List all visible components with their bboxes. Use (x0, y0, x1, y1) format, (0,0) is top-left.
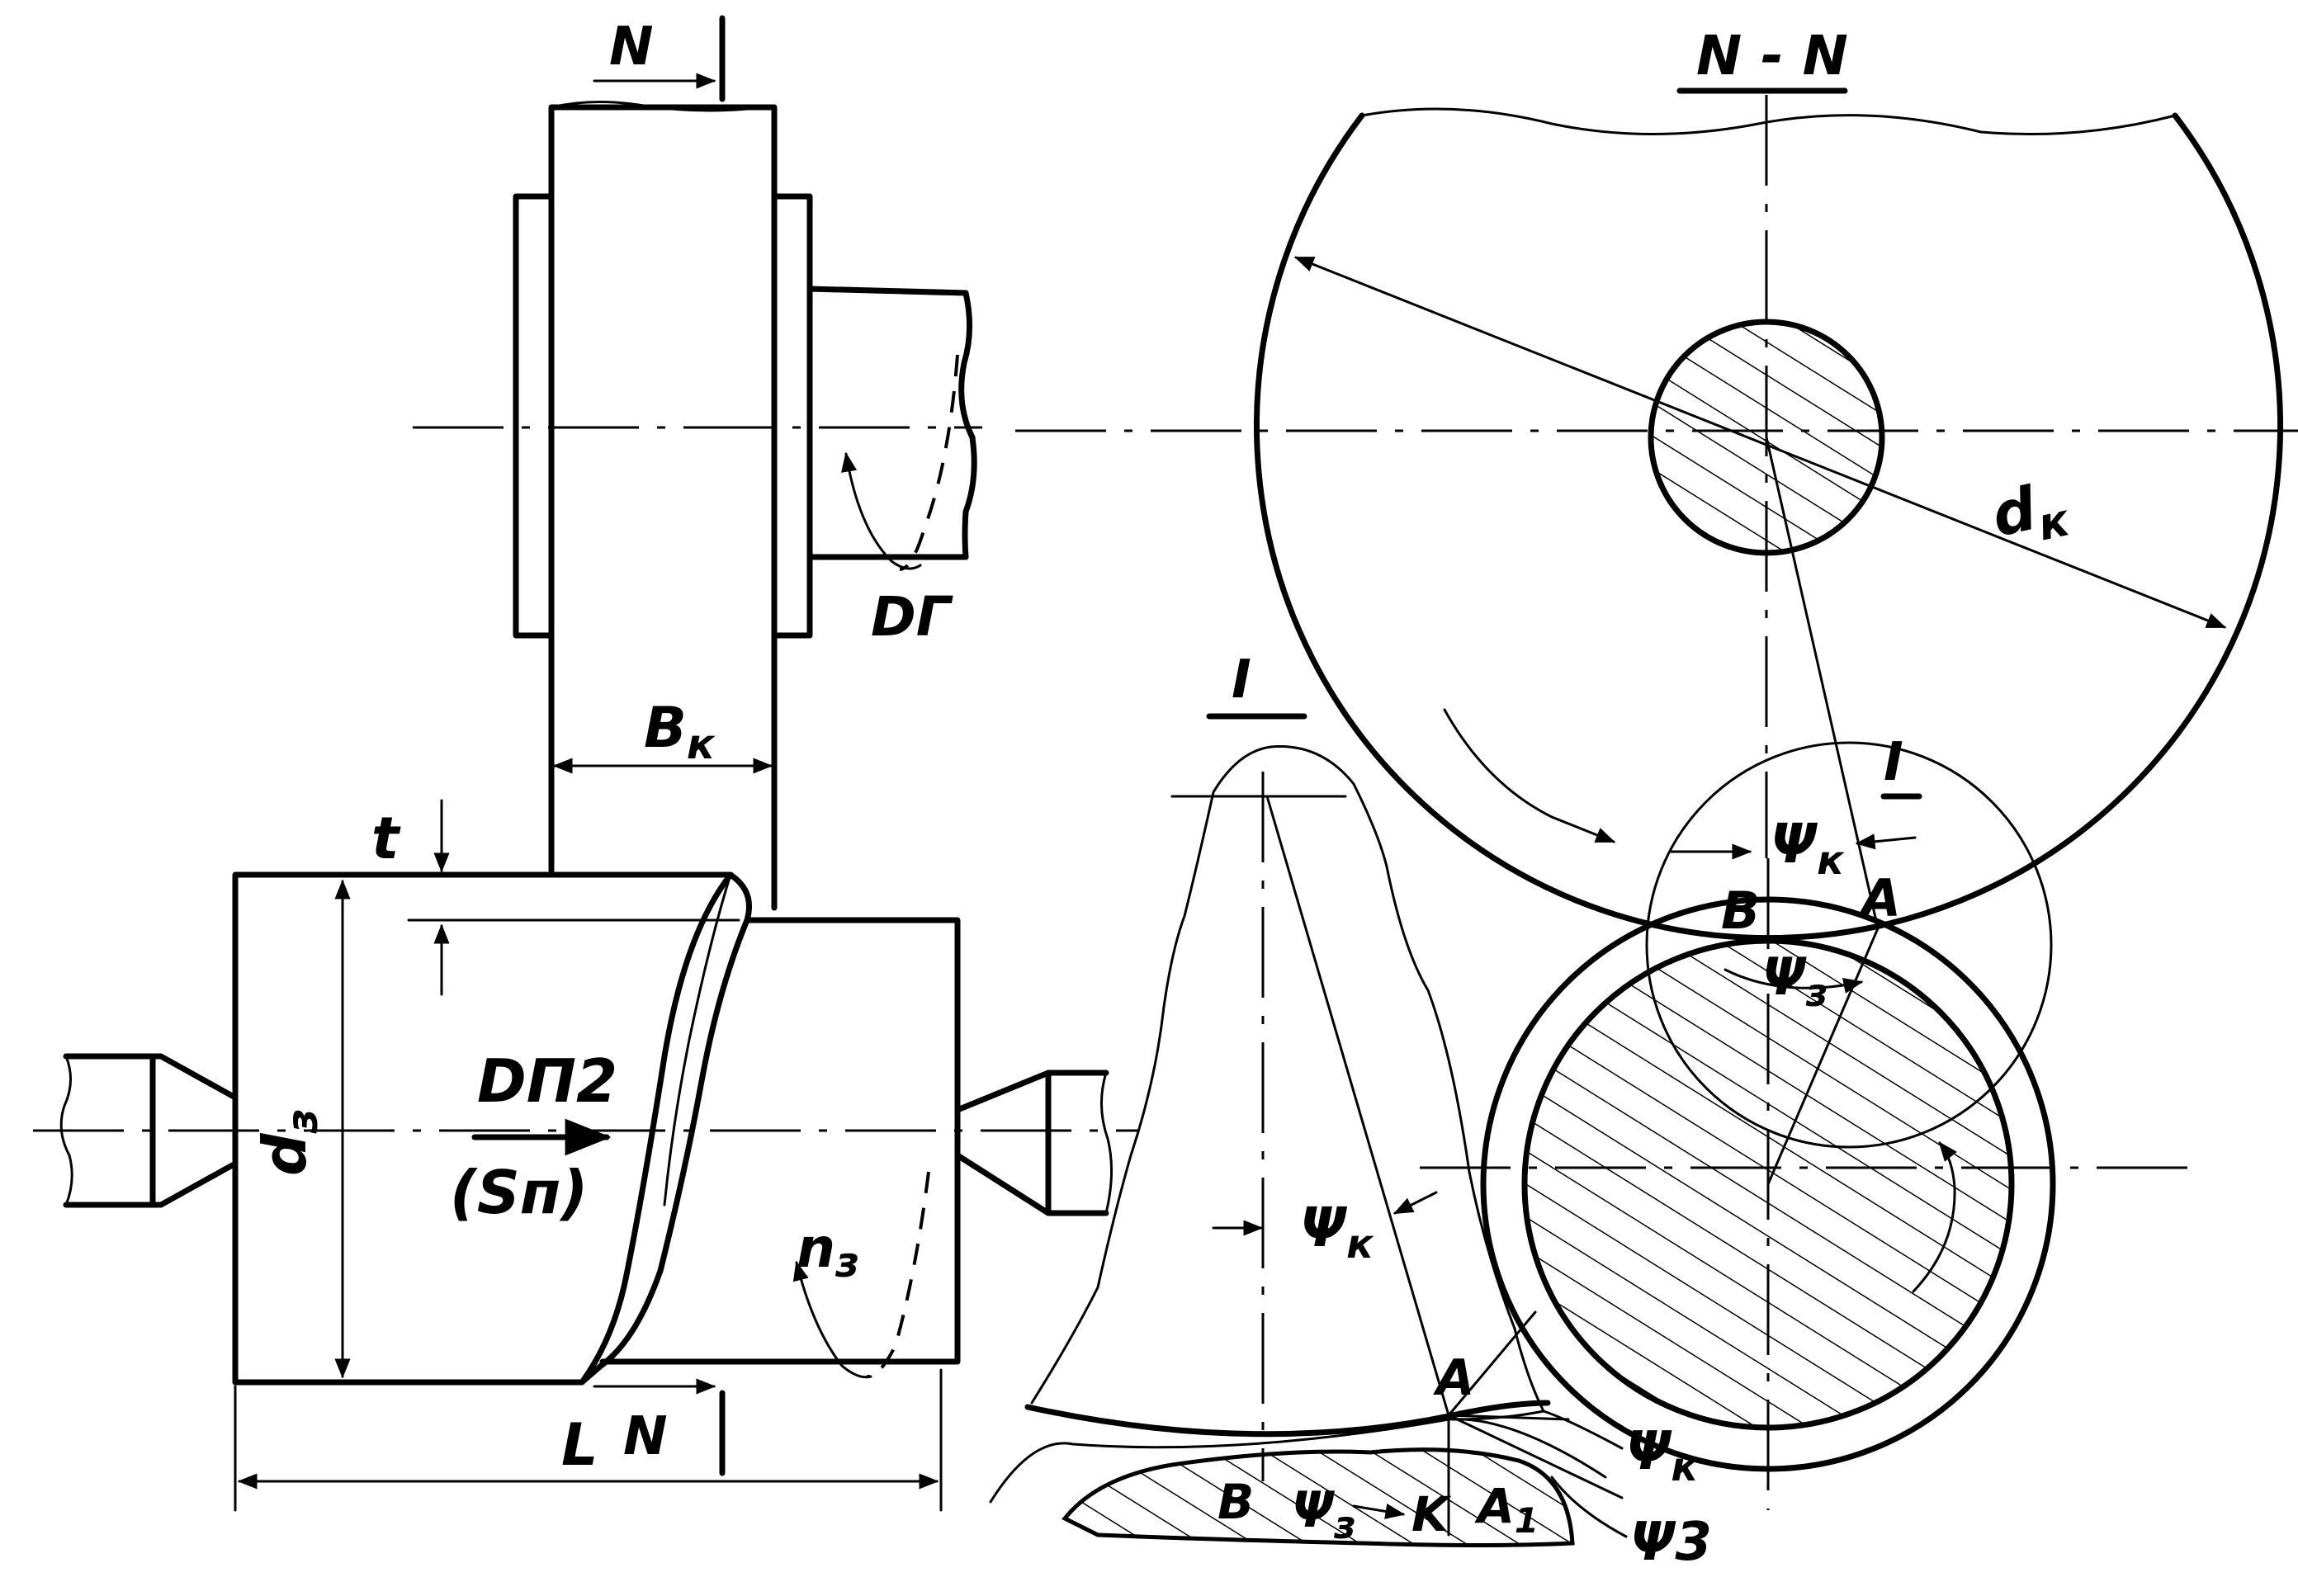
detail-psi-k-callout: Ψк (1626, 1421, 1699, 1490)
contact-ray-b (1766, 927, 1880, 1186)
contact-psi-3-subscript: з (1805, 970, 1828, 1015)
detail-circle (1645, 741, 2053, 1149)
depth-label: t (371, 805, 401, 872)
detail-psi-k: Ψк (1300, 1196, 1374, 1268)
workpiece-rotation-arrow (792, 1260, 872, 1379)
wheel-diameter-letter: d (1986, 473, 2043, 550)
workpiece-rotation-arrow (1912, 1141, 1957, 1293)
detail-psi-k-callout-symbol: Ψ (1626, 1421, 1672, 1482)
detail-view: I Ψк A Ψк Ψ3 B Ψз K A1 (989, 649, 1712, 1573)
workpiece-diameter-label: dз (250, 1108, 328, 1176)
detail-psi-k-callout-subscript: к (1671, 1444, 1699, 1490)
detail-psi-k-symbol: Ψ (1300, 1196, 1348, 1259)
detail-psi-3: Ψз (1292, 1481, 1356, 1547)
left-center (63, 1053, 239, 1208)
helical-ground-edge (579, 871, 734, 1386)
contact-psi-k: Ψк (1771, 812, 1845, 884)
detail-point-b: B (1218, 1474, 1254, 1530)
contact-psi-3-symbol: Ψ (1762, 947, 1807, 1007)
detail-mark-right: I (1884, 732, 1903, 793)
contact-psi-k-subscript: к (1817, 838, 1845, 884)
wheel-diameter-label: dк (1986, 467, 2075, 560)
left-flange (513, 193, 555, 639)
grinding-wheel-side-view: DГ N Bк (413, 15, 982, 911)
detail-psi-k-subscript: к (1346, 1221, 1374, 1268)
workpiece-rotation-label: nз (797, 1216, 859, 1287)
wheel-top-break (550, 100, 776, 112)
length-label: L (561, 1411, 598, 1479)
wheel-width-subscript: к (687, 720, 716, 768)
label-dg: DГ (871, 585, 953, 649)
spindle-break (958, 290, 977, 560)
helical-ground-edge-inner (598, 871, 752, 1369)
detail-psi-k-arrow-right (1393, 1191, 1438, 1215)
detail-point-k: K (1411, 1486, 1452, 1542)
wheel-width-label: Bк (644, 696, 716, 768)
spindle (806, 286, 969, 560)
contact-point-b: B (1721, 881, 1760, 941)
detail-psi-3-symbol: Ψ (1292, 1481, 1335, 1539)
wheel-surface-arc (1024, 1400, 1551, 1438)
feed-label: DП2 (477, 1046, 617, 1116)
detail-ray-3 (1447, 1414, 1624, 1499)
section-mark-top-label: N (609, 17, 654, 78)
detail-point-a: A (1433, 1349, 1474, 1407)
spindle-rotation-arrow (841, 451, 922, 570)
grain-apex-ray (1265, 795, 1450, 1417)
contact-psi-k-symbol: Ψ (1771, 812, 1818, 876)
spindle-rotation-hidden (899, 354, 959, 571)
detail-ray-2 (1447, 1414, 1570, 1421)
detail-psi-3-callout: Ψ3 (1630, 1512, 1712, 1573)
contact-psi-3-arc (1724, 968, 1864, 994)
wheel-contact-line (663, 873, 732, 1206)
right-center-break (1100, 1071, 1113, 1215)
detail-psi-3-callout-leader (1550, 1476, 1628, 1538)
contact-psi-k-arrow-right (1855, 833, 1917, 850)
detail-ray-1 (1447, 1310, 1537, 1417)
detail-psi-3-subscript: з (1333, 1503, 1356, 1547)
detail-mark-left: I (1232, 649, 1251, 711)
section-mark-bottom-label: N (623, 1406, 668, 1467)
detail-workpiece-edge (989, 1418, 1607, 1504)
detail-psi-k-callout-leader (1542, 1409, 1624, 1450)
detail-point-a1: A1 (1474, 1478, 1539, 1541)
detail-point-a1-subscript: 1 (1515, 1500, 1539, 1541)
workpiece-outline (232, 871, 961, 1386)
section-title: N - N (1696, 24, 1848, 87)
feed-symbol-label: (Sп) (450, 1158, 588, 1227)
right-flange (771, 193, 813, 639)
workpiece-rotation-letter: n (797, 1216, 835, 1280)
workpiece-diameter-subscript: з (278, 1108, 328, 1134)
grinding-wheel-break (1360, 107, 2177, 135)
workpiece-rotation-hidden (866, 1171, 930, 1379)
right-center (954, 1070, 1109, 1216)
section-view: N - N dк I Ψк B A Ψз (1015, 24, 2298, 1510)
wheel-body (548, 104, 778, 911)
detail-psi-3-arrow (1352, 1503, 1406, 1519)
workpiece-rotation-subscript: з (835, 1239, 859, 1287)
workpiece-chip-hatch (1062, 1447, 1575, 1547)
workpiece-diameter-letter: d (250, 1132, 319, 1176)
abrasive-grain-outline (1030, 745, 1546, 1421)
workpiece-side-view: dз t DП2 (Sп) nз L N (33, 799, 1139, 1512)
wheel-diameter-subscript: к (2033, 493, 2074, 551)
contact-point-a: A (1857, 868, 1901, 928)
wheel-diameter-dimension (1293, 256, 2227, 629)
detail-point-a1-letter: A (1474, 1478, 1515, 1534)
wheel-width-letter: B (644, 696, 687, 761)
contact-psi-3: Ψз (1762, 947, 1828, 1015)
wheel-rotation-arrow (1443, 708, 1616, 843)
